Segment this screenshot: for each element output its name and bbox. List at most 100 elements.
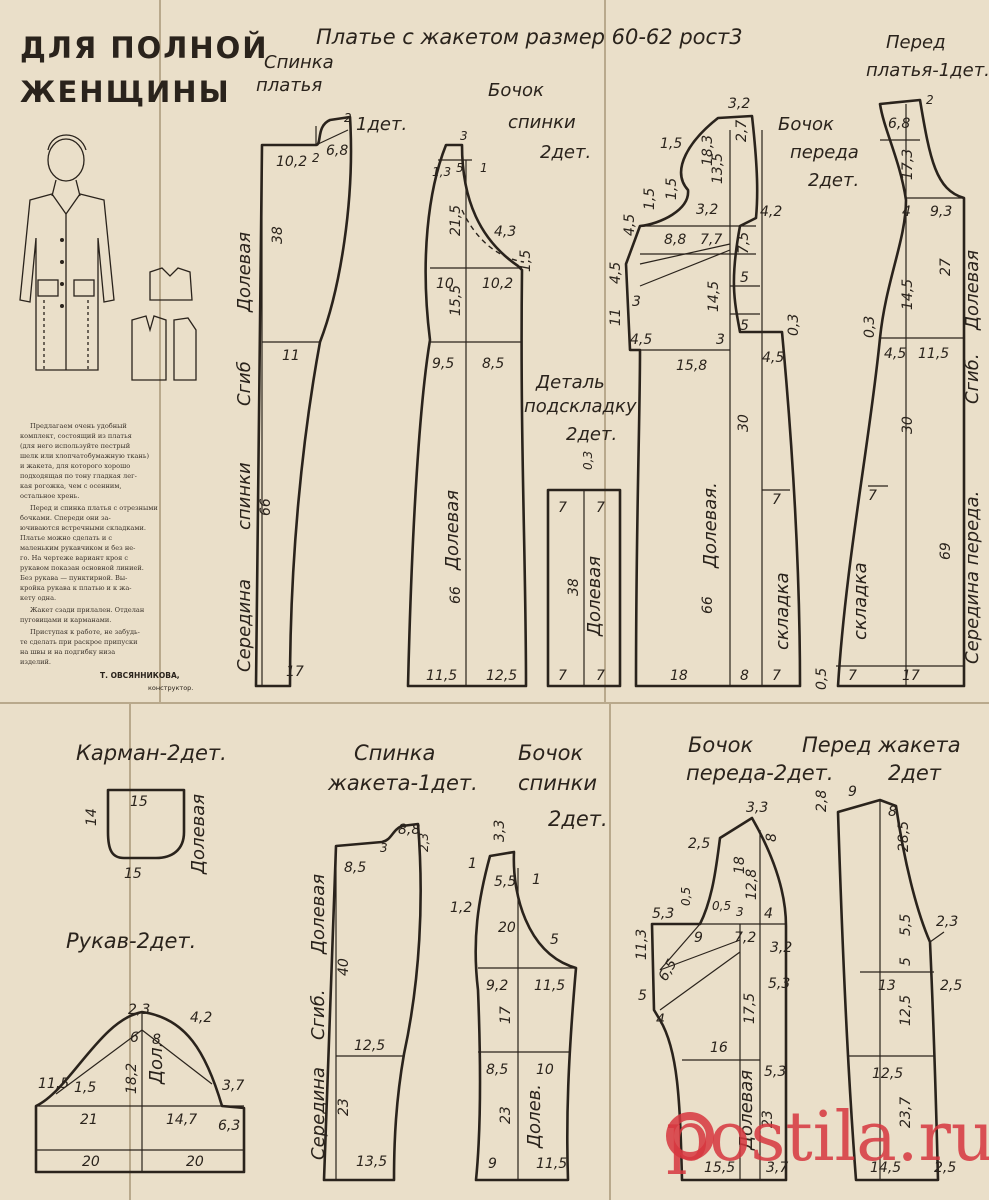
author-role: конструктор. <box>148 684 193 692</box>
measure-label: 8,8 <box>664 232 686 248</box>
watermark-text: postila.ru <box>666 1098 989 1177</box>
piece-name: жакета-1дет. <box>327 771 478 795</box>
measure-label: 10,2 <box>482 276 513 292</box>
piece-name: Бочок <box>518 741 584 765</box>
piece-name: платья-1дет. <box>866 60 989 81</box>
article-line: Приступая к работе, не забудь- <box>30 628 140 636</box>
measure-label: 12,5 <box>486 668 517 684</box>
pleat-label: складка <box>850 562 871 640</box>
piece-name: спинки <box>508 112 576 133</box>
measure-label: 14,5 <box>706 281 722 312</box>
center-label: Середина <box>308 1067 329 1160</box>
measure-label: 3,2 <box>728 96 750 112</box>
measure-label: 23 <box>336 1098 352 1116</box>
measure-label: 20 <box>82 1154 100 1170</box>
measure-label: 5 <box>740 270 749 286</box>
measure-label: 1,5 <box>518 250 534 272</box>
measure-label: 7 <box>596 668 605 684</box>
piece-dress-front-side: Бочок переда 2дет. 3,2 1,5 18,3 13,5 2,7… <box>608 96 859 688</box>
piece-count: 1дет. <box>356 114 407 135</box>
measure-label: 1,3 <box>432 165 451 179</box>
measure-label: 10 <box>536 1062 554 1078</box>
measure-label: 2 <box>312 151 320 165</box>
measure-label: 7 <box>772 668 781 684</box>
measure-label: 18,2 <box>124 1063 140 1094</box>
measure-label: 23,7 <box>898 1097 914 1128</box>
piece-name: спинки <box>518 771 597 795</box>
measure-label: 28,5 <box>896 821 912 852</box>
piece-name: переда-2дет. <box>686 761 834 785</box>
measure-label: 4,2 <box>760 204 782 220</box>
measure-label: 21,5 <box>448 205 464 236</box>
piece-dress-back-side: Бочок спинки 2дет. 3 1,3 5 1 21,5 4,3 1,… <box>406 80 591 688</box>
measure-label: 1 <box>468 856 477 872</box>
fold-label: Сгиб. <box>308 989 329 1040</box>
heading-line-1: ДЛЯ ПОЛНОЙ <box>20 31 269 65</box>
measure-label: 21 <box>80 1112 98 1128</box>
measure-label: 0,3 <box>786 314 802 336</box>
measure-label: 5,3 <box>768 976 790 992</box>
piece-name: переда <box>790 142 859 163</box>
piece-name: Деталь <box>535 372 605 393</box>
article-line: рукавом показан основной линией. <box>20 564 144 572</box>
watermark-logo-icon <box>666 1112 714 1160</box>
piece-count: 2дет. <box>808 170 859 191</box>
measure-label: 3 <box>460 129 468 143</box>
measure-label: 5 <box>456 161 464 175</box>
measure-label: 11,5 <box>426 668 457 684</box>
grain-label: Дол. <box>146 1042 167 1085</box>
measure-label: 5 <box>740 318 749 334</box>
measure-label: 8,8 <box>398 822 420 838</box>
measure-label: 40 <box>336 958 352 976</box>
measure-label: 9,2 <box>486 978 508 994</box>
measure-label: 15,5 <box>704 1160 735 1176</box>
measure-label: 38 <box>566 578 582 596</box>
measure-label: 10 <box>436 276 454 292</box>
measure-label: 3 <box>716 332 725 348</box>
measure-label: 0,5 <box>679 887 693 906</box>
grain-label: Долевая <box>736 1070 757 1151</box>
measure-label: 7 <box>868 488 877 504</box>
measure-label: 7,2 <box>734 930 756 946</box>
article-line: на швы и на подгибку низа <box>20 648 115 656</box>
measure-label: 20 <box>186 1154 204 1170</box>
measure-label: 5 <box>898 957 914 966</box>
measure-label: 3 <box>632 294 641 310</box>
measure-label: 3,3 <box>746 800 768 816</box>
measure-label: 12,5 <box>354 1038 385 1054</box>
piece-jacket-back-side: Бочок спинки 2дет. 3,3 1 5,5 1 1,2 20 5 … <box>450 741 608 1182</box>
measure-label: 8 <box>888 804 897 820</box>
measure-label: 0,5 <box>814 668 830 690</box>
measure-label: 10,2 <box>276 154 307 170</box>
piece-jacket-front-side: Бочок переда-2дет. 3,3 2,5 18 8 12,8 0,5… <box>634 733 834 1182</box>
piece-name: Спинка <box>354 741 435 765</box>
measure-label: 3,3 <box>492 820 508 842</box>
measure-label: 30 <box>900 416 916 434</box>
measure-label: 0,3 <box>581 451 595 470</box>
measure-label: 0,3 <box>862 316 878 338</box>
measure-label: 5 <box>638 988 647 1004</box>
measure-label: 66 <box>700 596 716 614</box>
measure-label: 17 <box>286 664 304 680</box>
article-line: кету одна. <box>20 594 56 602</box>
measure-label: 1 <box>480 161 488 175</box>
measure-label: 7 <box>772 492 781 508</box>
piece-name: Бочок <box>778 114 834 135</box>
measure-label: 7 <box>558 500 567 516</box>
heading-line-2: ЖЕНЩИНЫ <box>20 75 231 109</box>
measure-label: 2,5 <box>934 1160 956 1176</box>
measure-label: 11 <box>608 308 624 326</box>
woman-illustration <box>19 134 197 381</box>
measure-label: 2,3 <box>417 833 431 852</box>
measure-label: 8 <box>740 668 749 684</box>
measure-label: 38 <box>270 226 286 244</box>
piece-pocket: Карман-2дет. 15 14 15 Долевая <box>76 741 227 882</box>
measure-label: 4 <box>656 1012 665 1028</box>
measure-label: 14,7 <box>166 1112 197 1128</box>
measure-label: 6,8 <box>326 143 348 159</box>
measure-label: 7 <box>596 500 605 516</box>
measure-label: 15,5 <box>448 285 464 316</box>
measure-label: 12,5 <box>898 995 914 1026</box>
